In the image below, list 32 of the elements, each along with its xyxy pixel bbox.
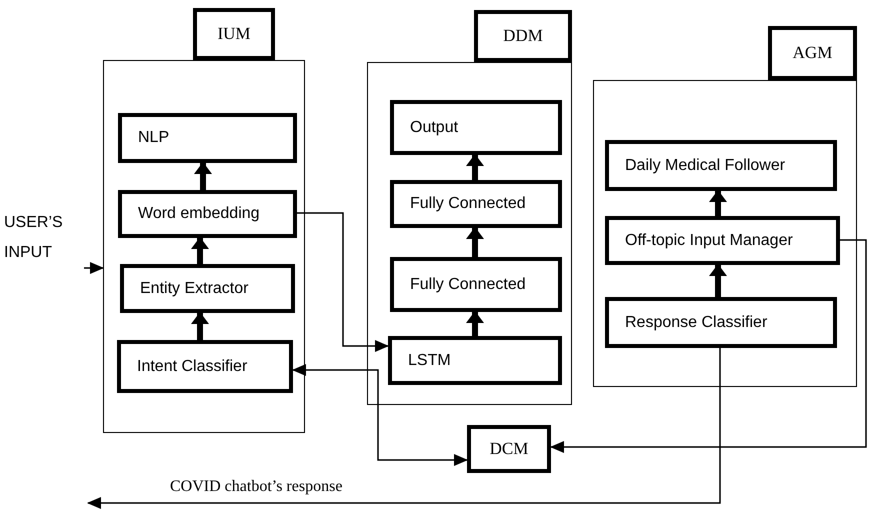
process-box: Daily Medical Follower (605, 140, 837, 191)
connector-arrow (84, 262, 104, 274)
thick-arrow (709, 190, 727, 216)
thick-arrow (709, 264, 727, 297)
process-box: Response Classifier (605, 297, 837, 348)
module-tab: IUM (193, 8, 275, 60)
process-box: Fully Connected (390, 257, 562, 312)
input-label: USER’S INPUT (4, 213, 64, 263)
process-box: Intent Classifier (117, 340, 293, 393)
module-frame (103, 60, 305, 433)
module-tab: DDM (474, 10, 572, 62)
process-box: Output (390, 100, 562, 155)
connector-arrow (550, 239, 867, 453)
thick-arrow (191, 312, 209, 340)
thick-arrow (191, 237, 209, 264)
thick-arrow (194, 162, 212, 190)
process-box: LSTM (388, 336, 562, 385)
process-box: Entity Extractor (120, 264, 295, 313)
thick-arrow (466, 227, 484, 257)
module-frame (593, 80, 857, 387)
connector-arrow (87, 348, 721, 509)
connector-arrow (297, 212, 389, 352)
process-box: Off-topic Input Manager (605, 216, 840, 265)
connector-arrow (292, 364, 468, 466)
thick-arrow (466, 154, 484, 180)
module-tab: DCM (467, 425, 551, 473)
module-frame (367, 62, 572, 405)
thick-arrow (466, 311, 484, 336)
module-tab: AGM (768, 26, 857, 80)
process-box: NLP (118, 113, 297, 163)
process-box: Word embedding (118, 190, 297, 238)
process-box: Fully Connected (390, 180, 562, 228)
